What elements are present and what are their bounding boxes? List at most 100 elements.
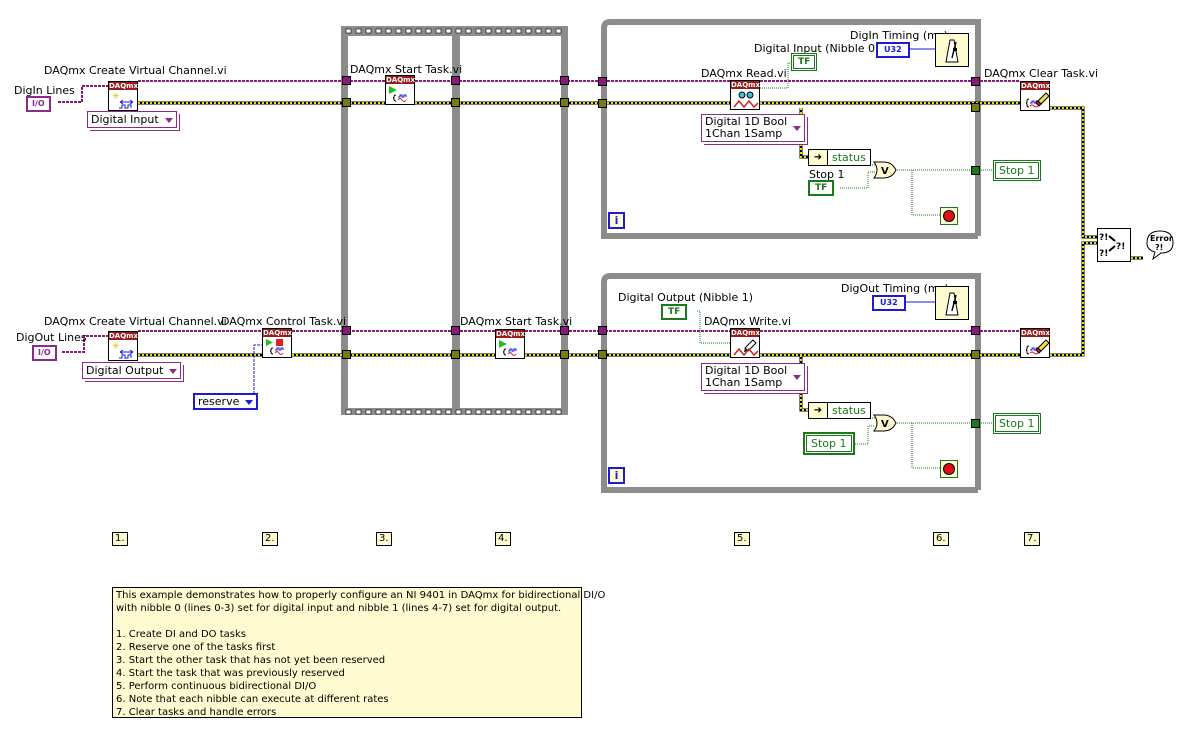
chevron-down-icon (793, 374, 802, 380)
film-strip-hole (375, 28, 382, 34)
or-gate-bottom: V (873, 414, 897, 432)
comment-line: with nibble 0 (lines 0-3) set for digita… (116, 603, 562, 614)
clear-task-vi-bottom[interactable]: DAQmx (1020, 328, 1050, 358)
task-tunnel (560, 76, 569, 85)
film-strip-hole (545, 409, 552, 415)
u32-glyph: U32 (884, 45, 902, 54)
digout-lines-control[interactable]: I/O (32, 345, 57, 361)
film-strip-hole (365, 409, 372, 415)
comment-line: This example demonstrates how to properl… (116, 590, 606, 601)
film-strip-hole (355, 28, 362, 34)
flat-sequence-structure (341, 26, 568, 415)
error-tunnel (971, 350, 980, 359)
film-strip-hole (385, 409, 392, 415)
film-strip-hole (455, 28, 462, 34)
wait-metronome-icon[interactable] (935, 33, 969, 67)
wait-metronome-icon[interactable] (935, 286, 969, 320)
digital-output-control[interactable]: TF (661, 304, 688, 320)
write-pencil-icon (733, 339, 759, 357)
start-task-icon (499, 340, 517, 356)
start-task-vi[interactable]: DAQmx (495, 329, 525, 359)
film-strip-hole (495, 28, 502, 34)
create-channel-label: DAQmx Create Virtual Channel.vi (44, 64, 227, 77)
read-label: DAQmx Read.vi (701, 67, 787, 80)
error-tunnel (598, 99, 607, 108)
svg-text:?!: ?! (1116, 242, 1125, 252)
step-label-4: 4. (495, 532, 511, 546)
film-strip-hole (465, 409, 472, 415)
task-tunnel (451, 76, 460, 85)
start-task-icon (389, 86, 407, 102)
stop-1-control[interactable]: TF (808, 180, 835, 196)
film-strip-hole (535, 28, 542, 34)
u32-glyph: U32 (880, 298, 898, 307)
task-tunnel (598, 77, 607, 86)
film-strip-hole (505, 409, 512, 415)
error-handler-icon[interactable]: Error?! (1143, 228, 1175, 261)
daqmx-read-vi[interactable]: DAQmx (730, 80, 760, 110)
loop-condition-stop-icon[interactable] (940, 207, 958, 225)
digin-lines-control[interactable]: I/O (26, 96, 51, 112)
step-label-5: 5. (734, 532, 750, 546)
chevron-down-icon (169, 368, 178, 374)
iteration-terminal-top: i (608, 212, 625, 229)
loop-condition-stop-icon[interactable] (940, 460, 958, 478)
ring-value-line2: 1Chan 1Samp (705, 127, 783, 140)
digout-lines-label: DigOut Lines (16, 331, 87, 344)
error-wires (138, 101, 1143, 412)
or-gate-top: V (873, 161, 897, 179)
read-glasses-icon (733, 91, 759, 109)
comment-line: 3. Start the other task that has not yet… (116, 655, 386, 666)
ring-value-line2: 1Chan 1Samp (705, 376, 783, 389)
digin-timing-label: DigIn Timing (ms) (850, 29, 948, 42)
film-strip-hole (405, 28, 412, 34)
while-loop-top (601, 19, 981, 239)
vi-header: DAQmx (731, 329, 760, 337)
comment-line: 1. Create DI and DO tasks (116, 629, 246, 640)
svg-text:?!: ?! (1155, 243, 1163, 252)
digout-timing-control[interactable]: U32 (872, 295, 906, 311)
vi-header: DAQmx (263, 329, 292, 337)
comment-line (116, 615, 578, 628)
step-label-1: 1. (112, 532, 128, 546)
film-strip-hole (345, 409, 352, 415)
vi-header: DAQmx (1021, 329, 1050, 337)
tf-glyph: TF (798, 57, 811, 67)
film-strip-hole (555, 28, 562, 34)
start-task-vi[interactable]: DAQmx (385, 75, 415, 105)
film-strip-hole (495, 409, 502, 415)
chevron-down-icon (164, 117, 173, 123)
iteration-terminal-bottom: i (608, 467, 625, 484)
clear-task-vi-top[interactable]: DAQmx (1020, 81, 1050, 111)
comment-line: 5. Perform continuous bidirectional DI/O (116, 681, 317, 692)
merge-errors-icon[interactable]: ?!?!?! (1097, 228, 1131, 262)
chevron-down-icon (245, 399, 254, 405)
stop-tunnel (971, 166, 980, 175)
channel-type-ring-do[interactable]: Digital Output (82, 362, 182, 379)
create-virtual-channel-vi[interactable]: DAQmx ✳ (108, 81, 138, 111)
film-strip-hole (405, 409, 412, 415)
io-glyph: I/O (32, 99, 45, 108)
film-strip-hole (465, 28, 472, 34)
svg-text:?!: ?! (1099, 249, 1108, 259)
film-strip-hole (355, 409, 362, 415)
stop-1-control-bottom[interactable]: Stop 1 (803, 432, 855, 455)
digin-timing-control[interactable]: U32 (876, 42, 910, 58)
svg-text:?!: ?! (1099, 233, 1108, 243)
comment-line: 7. Clear tasks and handle errors (116, 707, 277, 718)
tf-glyph: TF (815, 183, 828, 193)
control-task-vi[interactable]: DAQmx (262, 328, 292, 358)
create-virtual-channel-vi[interactable]: DAQmx ✳ (108, 331, 138, 361)
stop-1-indicator-top: Stop 1 (993, 160, 1041, 181)
task-tunnel (342, 326, 351, 335)
clear-task-eraser-icon (1025, 92, 1049, 108)
film-strip-hole (395, 409, 402, 415)
daqmx-write-vi[interactable]: DAQmx (730, 328, 760, 358)
error-tunnel (560, 98, 569, 107)
task-action-ring[interactable]: reserve (193, 393, 259, 410)
description-comment: This example demonstrates how to properl… (112, 587, 606, 718)
channel-type-ring-di[interactable]: Digital Input (87, 111, 177, 128)
control-task-icon (266, 339, 284, 355)
